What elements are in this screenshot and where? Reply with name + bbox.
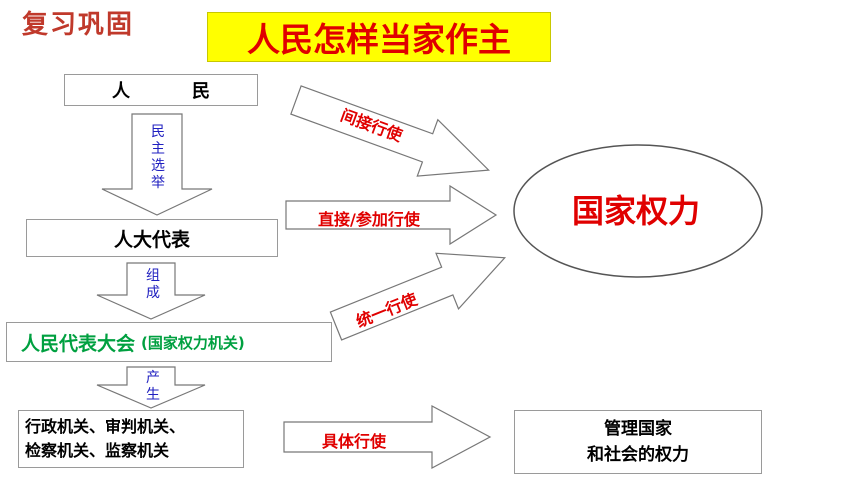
state-organs-box: 行政机关、审判机关、 检察机关、监察机关 [18,410,244,468]
page-title: 人民怎样当家作主 [207,12,551,62]
specific-arrow [283,404,492,470]
indirect-arrow [290,85,490,177]
election-down-arrow [101,113,213,216]
deputies-box: 人大代表 [26,219,278,257]
review-label: 复习巩固 [22,10,135,40]
produce-char: 产 [146,370,160,386]
direct-arrow [285,184,498,246]
manage-line-1: 管理国家 [604,419,672,439]
compose-label: 组 成 [145,268,161,302]
state-power-label: 国家权力 [571,192,700,230]
compose-char: 成 [146,285,160,301]
direct-label: 直接/参加行使 [318,210,420,229]
produce-char: 生 [146,387,160,403]
people-box: 人 民 [64,74,258,106]
produce-label: 产 生 [145,370,161,404]
organs-line-1: 行政机关、审判机关、 [25,417,186,436]
election-char: 民 [151,124,165,140]
manage-line-2: 和社会的权力 [587,445,689,465]
state-power-ellipse [513,144,763,278]
specific-label: 具体行使 [322,432,387,451]
npc-label: 人民代表大会 [21,332,136,355]
produce-down-arrow [96,366,206,409]
election-char: 选 [151,158,165,174]
unified-arrow [329,252,507,341]
election-label: 民 主 选 举 [150,124,166,192]
compose-char: 组 [146,268,160,284]
npc-note: (国家权力机关) [141,333,245,352]
election-char: 主 [151,141,165,157]
organs-line-2: 检察机关、监察机关 [25,441,170,460]
npc-box: 人民代表大会 (国家权力机关) [6,322,332,362]
compose-down-arrow [96,262,206,320]
election-char: 举 [151,175,165,191]
manage-power-box: 管理国家 和社会的权力 [514,410,762,474]
